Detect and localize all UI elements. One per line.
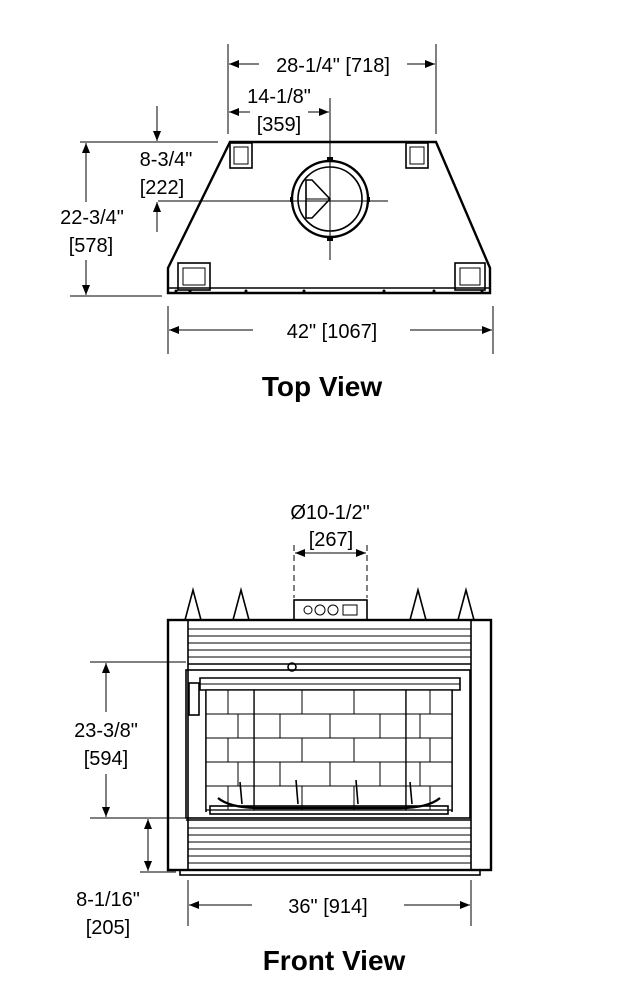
dimension-flue-diameter: Ø10-1/2" [267] bbox=[290, 502, 370, 598]
standoff-bracket-front-right bbox=[454, 262, 486, 291]
dim-depth-mm: [578] bbox=[69, 235, 113, 257]
dimension-top-width: 28-1/4" [718] bbox=[227, 44, 437, 134]
top-view-title: Top View bbox=[262, 371, 383, 402]
dim-base-height-mm: [205] bbox=[86, 917, 130, 939]
log-grate bbox=[209, 779, 449, 815]
standoff-spikes bbox=[184, 586, 475, 621]
dim-depth-inches: 22-3/4" bbox=[60, 207, 124, 229]
top-view: 28-1/4" [718] 14-1/8" [359] 8-3/4" [222]… bbox=[60, 44, 494, 402]
flue-collar-front bbox=[293, 599, 368, 621]
standoff-bracket-rear-right bbox=[405, 142, 429, 169]
standoff-bracket-rear-left bbox=[229, 142, 253, 169]
dimension-base-height: 8-1/16" [205] bbox=[76, 819, 176, 939]
dimension-opening-height: 23-3/8" [594] bbox=[74, 661, 186, 819]
refractory-bricks bbox=[205, 689, 453, 811]
dim-opening-height-mm: [594] bbox=[84, 748, 128, 770]
dimension-front-width: 42" [1067] bbox=[167, 306, 494, 354]
dim-top-width-label: 28-1/4" [718] bbox=[276, 55, 390, 77]
firebox-opening bbox=[185, 669, 471, 819]
dimension-opening-width: 36" [914] bbox=[187, 880, 472, 926]
dimension-depth: 22-3/4" [578] bbox=[60, 143, 162, 297]
dim-flue-offset-mm: [222] bbox=[140, 177, 184, 199]
dim-flue-diameter-mm: [267] bbox=[309, 529, 353, 551]
front-edge-bolts bbox=[174, 289, 484, 293]
dim-flue-center-inches: 14-1/8" bbox=[247, 86, 311, 108]
bottom-louver bbox=[186, 819, 471, 864]
base-plate bbox=[179, 869, 481, 876]
dim-flue-offset-inches: 8-3/4" bbox=[140, 149, 193, 171]
dim-flue-diameter-inches: Ø10-1/2" bbox=[290, 502, 369, 524]
dimension-flue-offset: 8-3/4" [222] bbox=[80, 106, 218, 232]
dim-opening-height-inches: 23-3/8" bbox=[74, 720, 138, 742]
front-view: Ø10-1/2" [267] bbox=[74, 502, 493, 976]
dim-base-height-inches: 8-1/16" bbox=[76, 889, 140, 911]
standoff-bracket-front-left bbox=[177, 262, 211, 291]
dim-flue-center-mm: [359] bbox=[257, 114, 301, 136]
dimension-flue-center: 14-1/8" [359] bbox=[229, 86, 329, 136]
dim-front-width-label: 42" [1067] bbox=[287, 321, 378, 343]
top-view-outline bbox=[166, 140, 492, 295]
top-louver bbox=[188, 628, 471, 665]
front-view-title: Front View bbox=[263, 945, 406, 976]
dim-opening-width-label: 36" [914] bbox=[288, 896, 367, 918]
